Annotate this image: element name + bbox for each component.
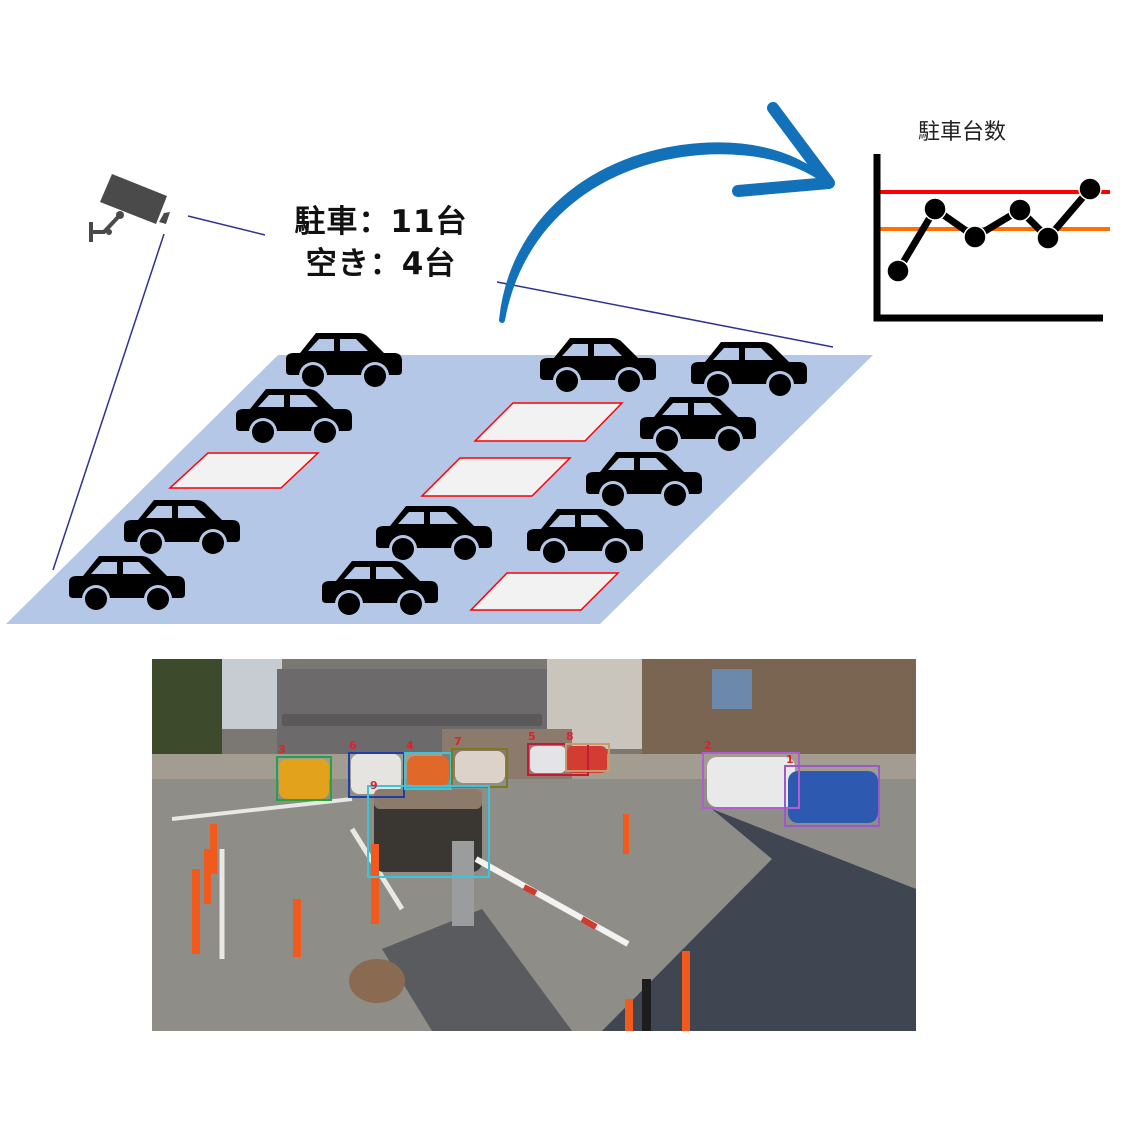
detection-box-8 <box>565 743 610 772</box>
chart-point <box>1036 226 1060 250</box>
gate-post <box>452 841 474 926</box>
detection-label: 5 <box>528 730 536 743</box>
detection-box-1 <box>784 765 880 827</box>
detection-label: 3 <box>278 743 286 756</box>
detection-box-3 <box>276 756 332 801</box>
camera-view-line-right <box>496 281 834 348</box>
detection-box-2 <box>702 752 800 809</box>
curved-arrow-icon <box>499 102 835 323</box>
chart-point <box>1078 177 1102 201</box>
detection-label: 7 <box>454 735 462 748</box>
detection-label: 4 <box>406 739 414 752</box>
chart-point <box>923 197 947 221</box>
detection-box-7 <box>451 748 508 788</box>
empty-slot <box>469 572 620 611</box>
detection-label: 6 <box>349 739 357 752</box>
brown-building <box>642 659 916 759</box>
chart-point <box>886 259 910 283</box>
chart-point <box>963 225 987 249</box>
camera-view-line-top <box>187 215 266 236</box>
detection-box-9 <box>367 785 490 878</box>
gate-bar <box>474 856 630 947</box>
detection-box-5 <box>527 743 589 776</box>
detection-label: 2 <box>704 739 712 752</box>
detection-label: 1 <box>786 753 794 766</box>
empty-slot <box>420 457 572 497</box>
empty-count-text: 空き：4台 <box>305 246 457 282</box>
chart-point <box>1008 198 1032 222</box>
detection-label: 8 <box>566 730 574 743</box>
parked-count-text: 駐車：11台 <box>294 204 468 240</box>
manhole <box>349 959 405 1003</box>
detection-label: 9 <box>370 779 378 792</box>
photo-scene <box>152 659 916 1031</box>
empty-slot <box>473 402 624 442</box>
chart-title: 駐車台数 <box>918 120 1007 145</box>
parking-lot-photo: 3 6 4 7 5 8 9 2 1 <box>152 659 916 1031</box>
empty-slot <box>168 452 320 489</box>
chart-axes <box>873 154 1103 322</box>
shadow <box>602 809 916 1031</box>
parking-count-panel: 駐車：11台 空き：4台 <box>265 192 497 294</box>
parking-count-chart <box>873 154 1110 322</box>
security-camera-icon <box>89 174 170 242</box>
camera-view-line-left <box>52 233 165 571</box>
